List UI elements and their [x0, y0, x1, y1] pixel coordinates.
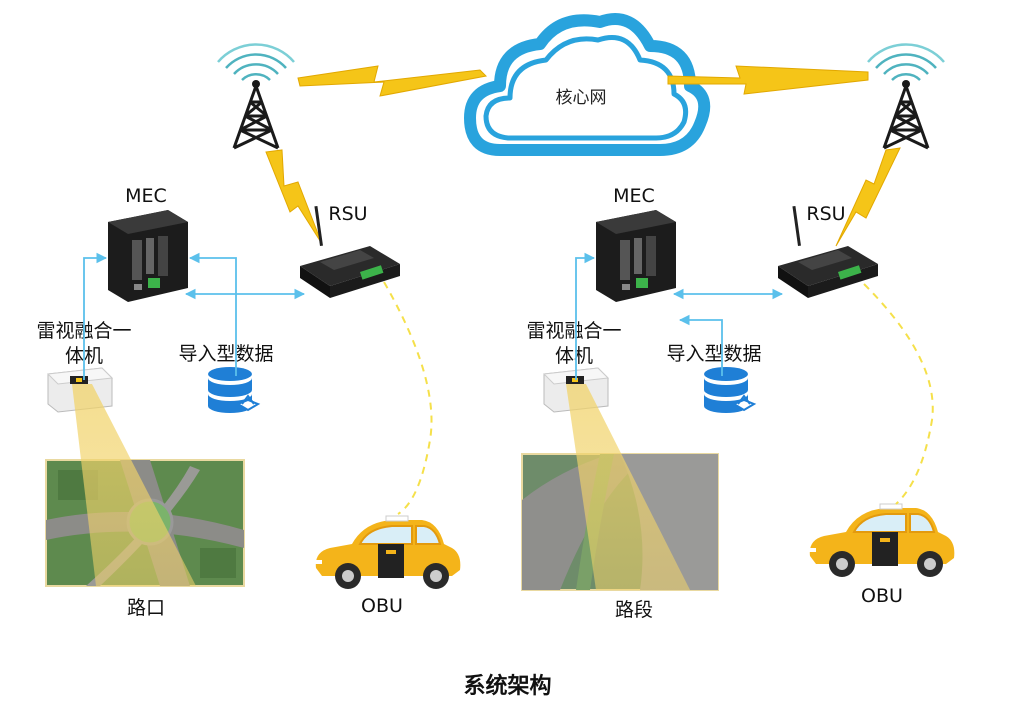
left-base-station-tower-icon	[216, 42, 296, 150]
right-obu-car-icon	[807, 503, 956, 578]
left-obu-rsu-wireless-link	[383, 281, 433, 515]
left-network-links	[83, 252, 306, 380]
left-obu-car-icon	[313, 515, 462, 590]
right-obu-rsu-wireless-link	[863, 283, 934, 505]
right-mec-server-icon	[596, 210, 676, 302]
left-rsu-label: RSU	[328, 203, 367, 225]
right-obu-label: OBU	[861, 585, 903, 607]
core-network-label: 核心网	[556, 88, 607, 108]
left-tower-rsu-lightning-icon	[265, 149, 323, 245]
left-mec-server-icon	[108, 210, 188, 302]
figure-caption: 系统架构	[463, 673, 552, 699]
right-database-icon	[703, 366, 755, 414]
right-radar-label-line1: 雷视融合一	[526, 320, 621, 342]
left-obu-label: OBU	[361, 595, 403, 617]
right-mec-label: MEC	[613, 185, 655, 207]
right-tower-cloud-lightning-icon	[667, 65, 869, 95]
right-scene-label: 路段	[615, 599, 653, 621]
right-data-label: 导入型数据	[666, 343, 761, 365]
left-database-icon	[207, 366, 259, 414]
left-scene-label: 路口	[127, 597, 165, 619]
right-road-segment-scene-image	[521, 384, 719, 591]
left-mec-label: MEC	[125, 185, 167, 207]
left-data-label: 导入型数据	[178, 343, 273, 365]
left-tower-cloud-lightning-icon	[297, 65, 488, 97]
right-tower-rsu-lightning-icon	[835, 147, 901, 247]
right-network-links	[575, 252, 784, 380]
right-rsu-label: RSU	[806, 203, 845, 225]
right-radar-label-line2: 体机	[555, 345, 593, 367]
left-intersection-scene-image	[45, 384, 245, 587]
right-base-station-tower-icon	[866, 42, 946, 150]
core-network-cloud: 核心网	[464, 13, 711, 156]
